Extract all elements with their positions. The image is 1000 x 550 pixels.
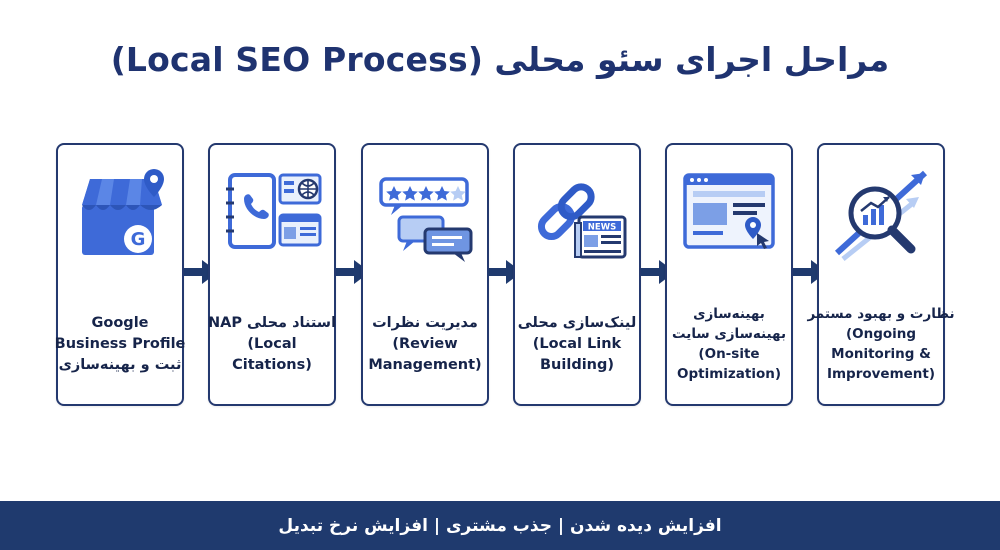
step-card-local-link-building: NEWS لینک‌سازی محلی (Local Link Building… — [513, 143, 641, 406]
svg-text:NEWS: NEWS — [588, 223, 616, 233]
step-label: Google Business Profile ثبت و بهینه‌سازی — [54, 314, 186, 373]
step-label: نظارت و بهبود مستمر (Ongoing Monitoring … — [807, 306, 955, 382]
step-card-review-management: مدیریت نظرات (Review Management) — [361, 143, 489, 406]
step-label: مدیریت نظرات (Review Management) — [368, 314, 482, 373]
google-business-store-icon: G — [72, 165, 172, 265]
website-optimization-icon — [681, 165, 781, 265]
page-title: مراحل اجرای سئو محلی (Local SEO Process) — [110, 40, 890, 79]
footer-banner: افزایش دیده شدن | جذب مشتری | افزایش نرخ… — [0, 501, 1000, 550]
monitoring-chart-icon — [833, 165, 933, 265]
svg-text:G: G — [131, 229, 146, 250]
step-card-on-site-optimization: بهینه‌سازی بهینه‌سازی سایت (On-site Opti… — [665, 143, 793, 406]
review-stars-icon — [377, 165, 477, 265]
step-label: لینک‌سازی محلی (Local Link Building) — [517, 314, 637, 373]
step-label: بهینه‌سازی بهینه‌سازی سایت (On-site Opti… — [671, 306, 787, 382]
step-label: NAP استناد محلی (Local Citations) — [207, 314, 337, 373]
step-card-google-business-profile: G Google Business Profile ثبت و بهینه‌سا… — [54, 143, 186, 406]
citations-directory-icon — [224, 165, 324, 265]
link-building-icon: NEWS — [529, 165, 629, 265]
step-card-ongoing-monitoring: نظارت و بهبود مستمر (Ongoing Monitoring … — [807, 143, 955, 406]
step-card-local-citations: NAP استناد محلی (Local Citations) — [208, 143, 336, 406]
